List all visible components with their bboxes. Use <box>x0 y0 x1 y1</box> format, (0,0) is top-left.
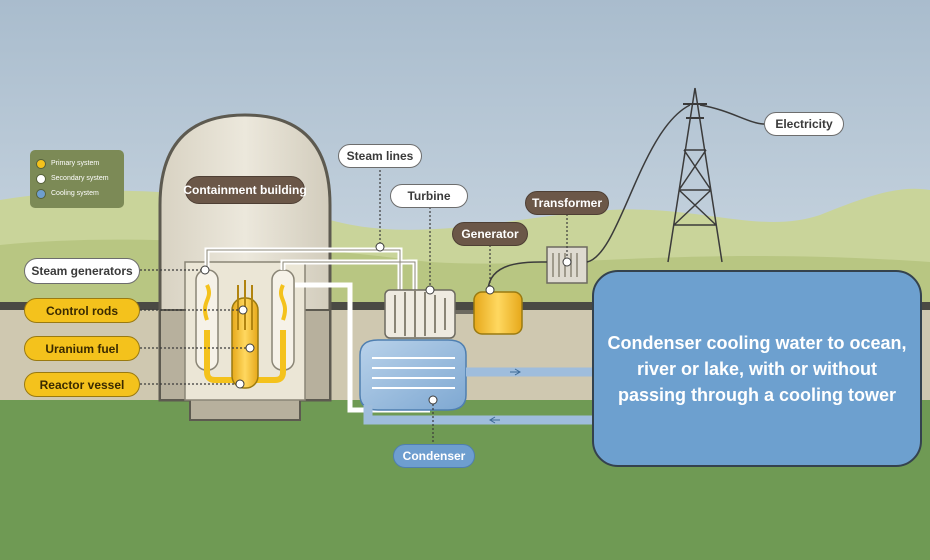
return-arrow <box>489 416 500 424</box>
transformer-label: Transformer <box>525 191 609 215</box>
turbine-blades <box>394 290 446 338</box>
control-rods-label: Control rods <box>24 298 140 323</box>
callout-markers <box>200 242 572 405</box>
transmission-wire <box>586 104 691 263</box>
legend-item-cooling: Cooling system <box>36 186 118 201</box>
legend-item-primary: Primary system <box>36 156 118 171</box>
cooling-water-text: Condenser cooling water to ocean, river … <box>607 332 907 405</box>
legend: Primary system Secondary system Cooling … <box>30 150 124 208</box>
ground-line <box>0 302 930 310</box>
primary-dot-icon <box>36 158 46 169</box>
generator-label: Generator <box>452 222 528 246</box>
cooling-return-pipe <box>363 405 592 425</box>
outflow-arrow <box>510 368 521 376</box>
reactor-vessel-label: Reactor vessel <box>24 372 140 397</box>
electricity-label: Electricity <box>764 112 844 136</box>
primary-loop-coil <box>203 284 287 321</box>
leader-lines <box>140 166 568 444</box>
condenser-tubes <box>372 357 455 389</box>
steam-lines-outline <box>206 249 416 300</box>
steam-lines-label: Steam lines <box>338 144 422 168</box>
turbine-label: Turbine <box>390 184 468 208</box>
legend-label: Primary system <box>51 160 100 167</box>
condenser-vessel <box>359 339 467 411</box>
containment-building-label: Containment building <box>183 176 307 204</box>
uranium-fuel-label: Uranium fuel <box>24 336 140 361</box>
primary-loop-pipe <box>204 330 286 383</box>
electricity-wire <box>699 104 765 125</box>
steam-generators-label: Steam generators <box>24 258 140 284</box>
legend-label: Cooling system <box>51 190 99 197</box>
legend-label: Secondary system <box>51 175 109 182</box>
legend-item-secondary: Secondary system <box>36 171 118 186</box>
generator-shape <box>473 291 523 335</box>
cooling-dot-icon <box>36 188 46 199</box>
pylon <box>667 87 723 263</box>
secondary-dot-icon <box>36 173 46 184</box>
condenser-label: Condenser <box>393 444 475 468</box>
pylon-arms <box>683 103 707 119</box>
cooling-water-panel: Condenser cooling water to ocean, river … <box>592 270 922 467</box>
